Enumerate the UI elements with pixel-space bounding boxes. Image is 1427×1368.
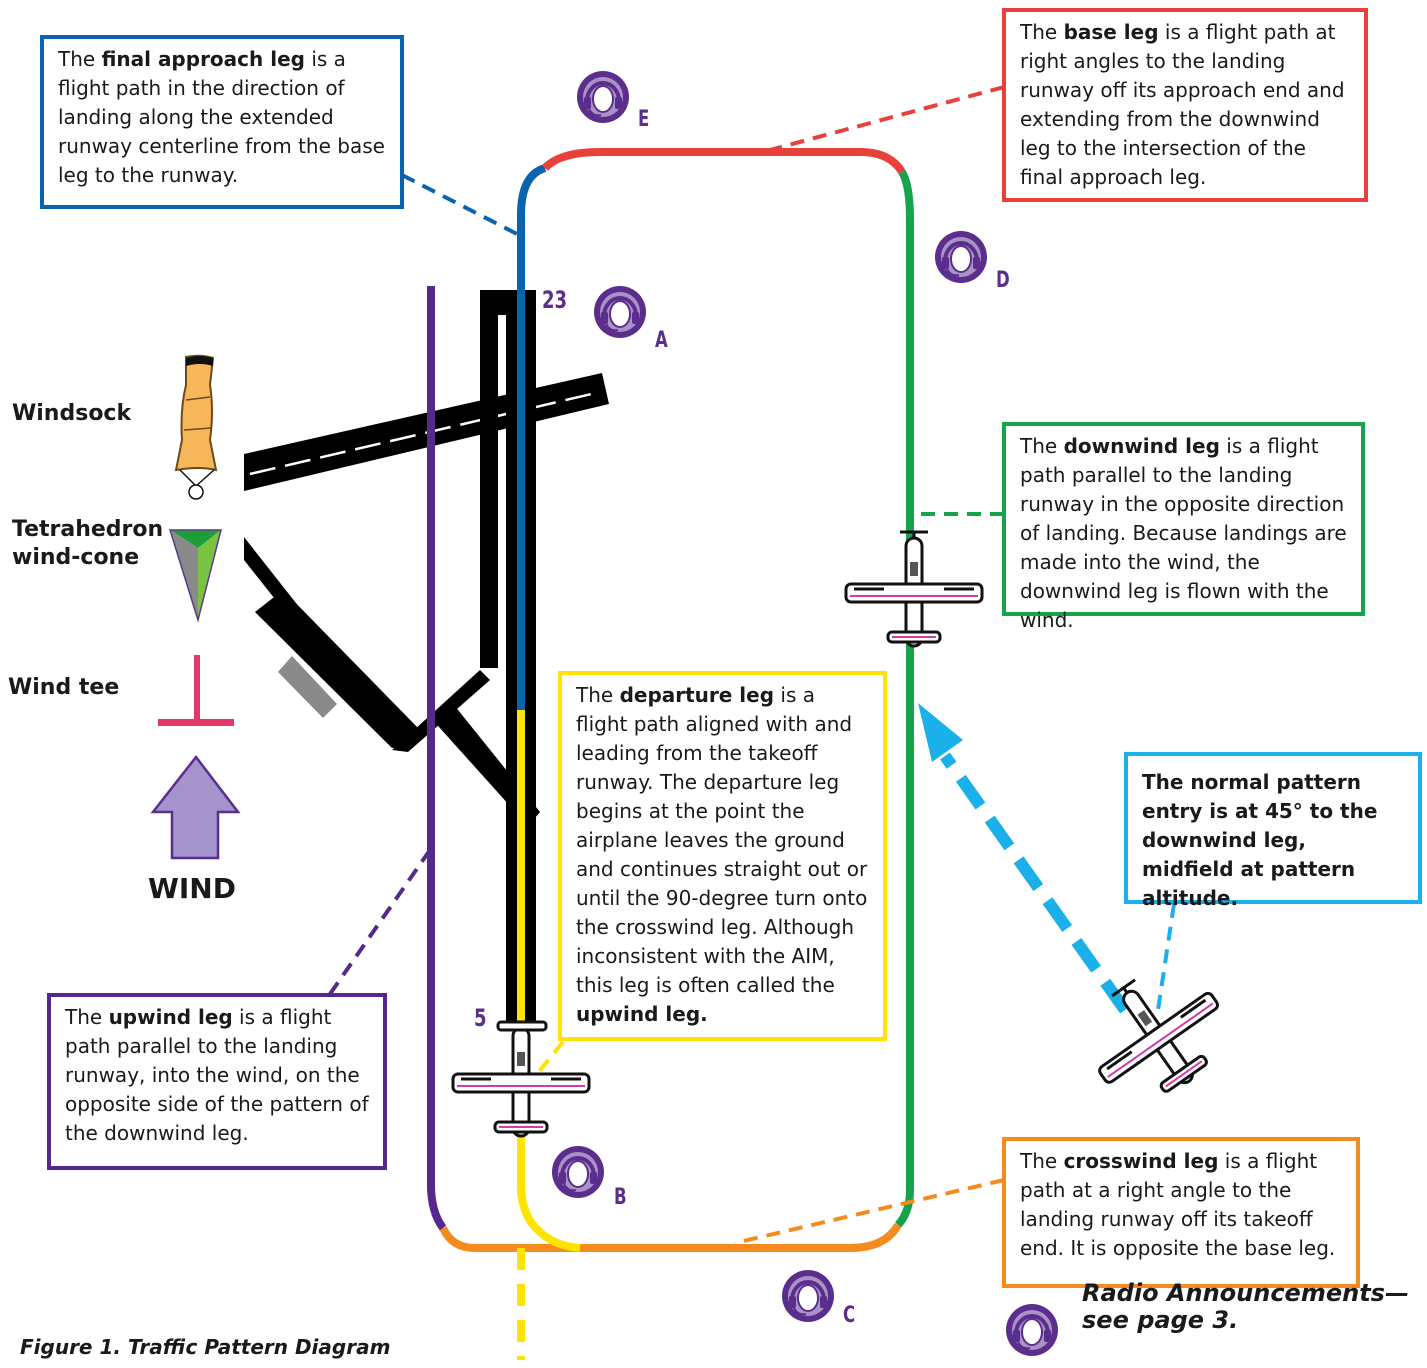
crosswind-leg-term: crosswind leg	[1063, 1149, 1219, 1173]
wind-label: WIND	[148, 872, 236, 905]
wind-tee-icon	[158, 655, 234, 726]
leader-lines	[328, 85, 1176, 1245]
runway-end-marker	[496, 1020, 548, 1032]
traffic-pattern	[427, 148, 914, 1360]
radio-point-b: B	[614, 1185, 627, 1210]
downwind-airplane	[844, 530, 984, 648]
radio-point-e: E	[638, 107, 650, 132]
radio-headset-icon	[592, 284, 648, 340]
wind-tee-label: Wind tee	[8, 675, 120, 700]
radio-headset-icon	[550, 1144, 606, 1200]
runway-number-23: 23	[542, 286, 568, 314]
upwind-leg-box: The upwind leg is a flight path parallel…	[47, 993, 387, 1170]
radio-headset-icon	[575, 69, 631, 125]
departure-leg-term: departure leg	[619, 683, 775, 707]
base-leg-term: base leg	[1063, 20, 1159, 44]
airport-runways	[244, 290, 609, 1026]
radio-point-a: A	[655, 328, 668, 353]
entry-airplane	[1066, 947, 1247, 1122]
wind-arrow-icon	[150, 754, 241, 860]
windsock-label: Windsock	[12, 401, 132, 426]
figure-caption: Figure 1. Traffic Pattern Diagram	[20, 1335, 391, 1359]
tetrahedron-label: Tetrahedron wind-cone	[12, 517, 164, 570]
radio-headset-icon	[933, 229, 989, 285]
radio-point-c: C	[843, 1303, 856, 1328]
final-approach-box: The final approach leg is a flight path …	[40, 35, 404, 209]
tetrahedron-icon	[168, 529, 222, 623]
downwind-leg-box: The downwind leg is a flight path parall…	[1002, 422, 1365, 632]
pattern-entry-arrow	[918, 703, 1130, 1014]
base-leg-box: The base leg is a flight path at right a…	[1002, 8, 1368, 202]
radio-headset-icon	[780, 1268, 836, 1324]
final-approach-term: final approach leg	[101, 47, 305, 71]
upwind-leg-alias: upwind leg.	[576, 1002, 708, 1026]
radio-headset-icon	[1004, 1302, 1060, 1358]
downwind-leg-term: downwind leg	[1063, 434, 1220, 458]
crosswind-leg-box: The crosswind leg is a flight path at a …	[1002, 1137, 1360, 1288]
departure-leg-box: The departure leg is a flight path align…	[558, 671, 887, 1041]
radio-announcements-note: Radio Announcements— see page 3.	[1082, 1279, 1409, 1334]
windsock-icon	[174, 354, 218, 500]
runway-number-5: 5	[474, 1004, 487, 1032]
pattern-entry-box: The normal pattern entry is at 45° to th…	[1124, 752, 1422, 910]
upwind-leg-term: upwind leg	[108, 1005, 233, 1029]
radio-point-d: D	[996, 268, 1010, 293]
